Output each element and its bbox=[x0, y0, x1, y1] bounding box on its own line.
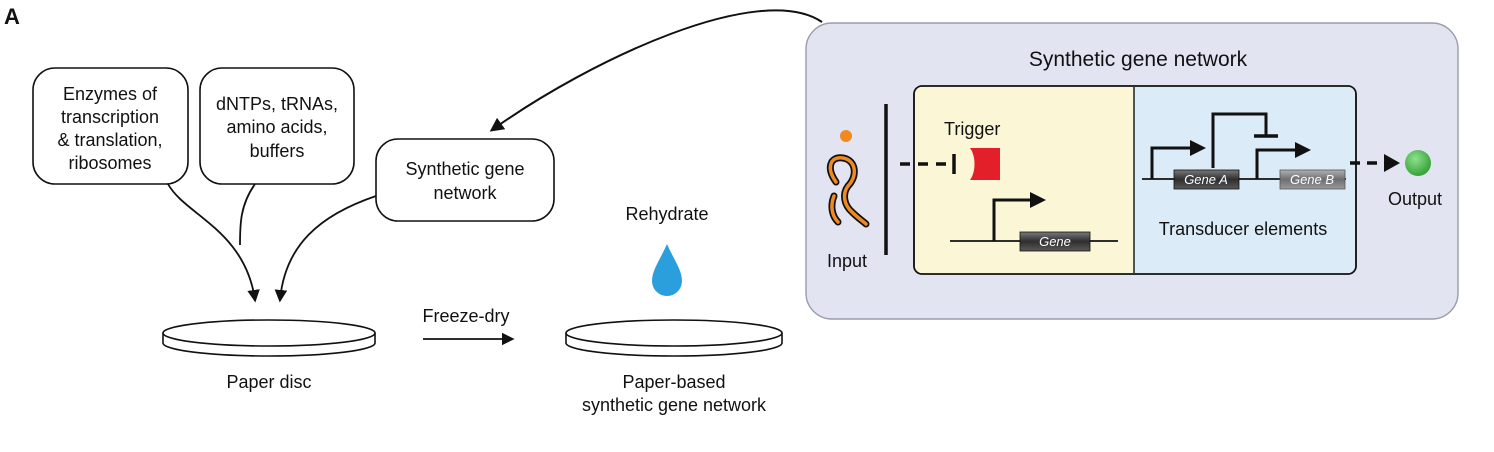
bubble-network-line-2: network bbox=[433, 183, 497, 203]
paper-disc-label: Paper disc bbox=[226, 372, 311, 392]
paper-disc bbox=[162, 319, 376, 357]
trigger-label: Trigger bbox=[944, 119, 1000, 139]
trigger-icon bbox=[970, 148, 1000, 180]
output-dot-icon bbox=[1405, 150, 1431, 176]
repression-arc bbox=[1211, 112, 1268, 168]
gene-a-promoter-arrow bbox=[1150, 146, 1192, 179]
gene-block bbox=[1019, 231, 1091, 252]
gene-b-label: Gene B bbox=[1290, 172, 1334, 187]
droplet-icon bbox=[652, 244, 682, 296]
transducer-label: Transducer elements bbox=[1159, 219, 1327, 239]
paper-based-disc bbox=[565, 319, 783, 357]
gene-b-promoter-arrow bbox=[1255, 148, 1297, 179]
gene-b-promoter-arrowhead-icon bbox=[1295, 142, 1311, 158]
rehydrate-label: Rehydrate bbox=[625, 204, 708, 224]
gene-a-label: Gene A bbox=[1184, 172, 1228, 187]
line-reagents-tail bbox=[239, 183, 256, 246]
bubble-enzymes-line-1: Enzymes of bbox=[63, 84, 158, 104]
inner-box-outline bbox=[913, 85, 1357, 275]
transducer-region bbox=[1134, 87, 1355, 273]
gene-b-block bbox=[1279, 169, 1346, 190]
input-rna-icon bbox=[828, 156, 868, 226]
bubble-reagents: dNTPs, tRNAs, amino acids, buffers bbox=[199, 67, 355, 185]
gene-promoter-arrow bbox=[992, 198, 1034, 241]
gene-a-block bbox=[1173, 169, 1240, 190]
panel-label: A bbox=[4, 4, 20, 29]
paper-based-label-line-1: Paper-based bbox=[622, 372, 725, 392]
arrow-network-to-disc bbox=[274, 195, 377, 303]
bubble-enzymes-line-3: & translation, bbox=[57, 130, 162, 150]
gene-a-promoter-arrowhead-icon bbox=[1190, 140, 1206, 156]
input-rna-tail-icon bbox=[830, 194, 840, 224]
bubble-enzymes: Enzymes of transcription & translation, … bbox=[32, 67, 189, 185]
input-dot-icon bbox=[840, 130, 852, 142]
arrow-inset-to-bubble bbox=[489, 9, 823, 132]
bubble-network-line-1: Synthetic gene bbox=[405, 159, 524, 179]
bubble-reagents-line-3: buffers bbox=[250, 141, 305, 161]
inset-title: Synthetic gene network bbox=[1029, 48, 1248, 71]
bubble-enzymes-line-4: ribosomes bbox=[68, 153, 151, 173]
output-arrowhead-icon bbox=[1384, 154, 1400, 172]
input-label: Input bbox=[827, 251, 867, 271]
gene-label: Gene bbox=[1039, 234, 1071, 249]
bubble-reagents-line-1: dNTPs, tRNAs, bbox=[216, 94, 338, 114]
bubble-enzymes-line-2: transcription bbox=[61, 107, 159, 127]
output-label: Output bbox=[1388, 189, 1442, 209]
bubble-network: Synthetic gene network bbox=[375, 138, 555, 222]
paper-based-label-line-2: synthetic gene network bbox=[582, 395, 767, 415]
gene-promoter-arrowhead-icon bbox=[1030, 192, 1046, 208]
bubble-reagents-line-2: amino acids, bbox=[226, 117, 327, 137]
freeze-dry-label: Freeze-dry bbox=[422, 306, 509, 326]
arrow-enzymes-to-disc bbox=[167, 183, 260, 303]
